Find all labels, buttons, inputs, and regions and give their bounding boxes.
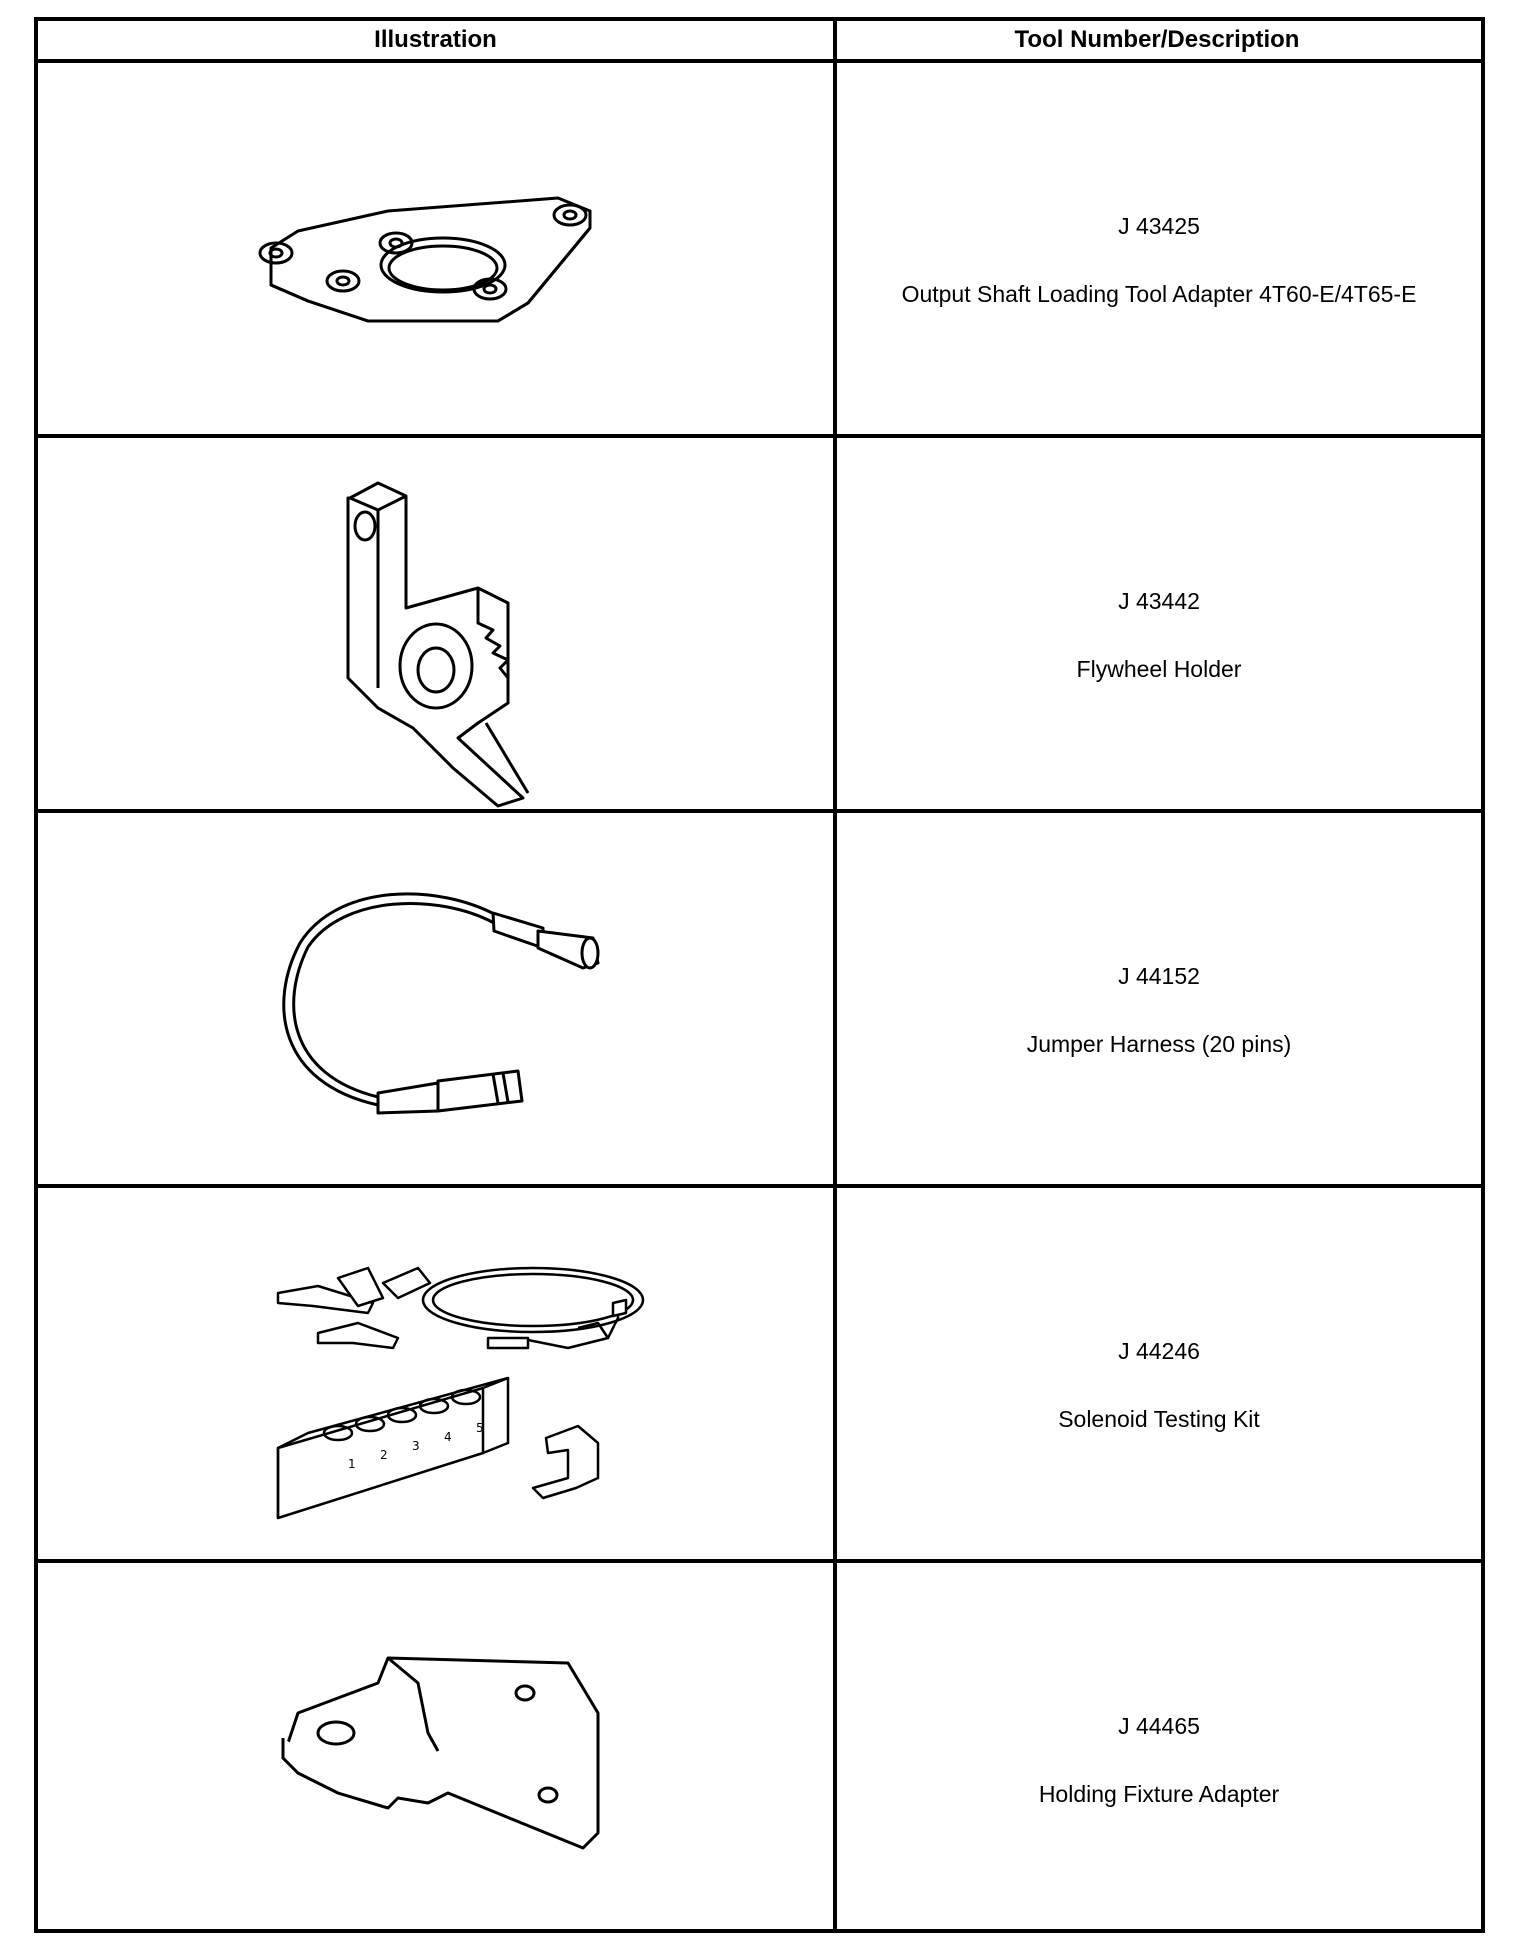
tool-cell: J 44465 Holding Fixture Adapter [837, 1563, 1481, 1933]
tool-cell: J 44152 Jumper Harness (20 pins) [837, 813, 1481, 1184]
row-divider [38, 809, 1481, 813]
illustration-cell [38, 438, 833, 809]
output-shaft-adapter-icon [38, 63, 833, 434]
illustration-cell [38, 1563, 833, 1933]
flywheel-holder-icon [38, 438, 833, 809]
table-row: 1 2 3 4 5 J 44246 Solenoid Testing Kit [38, 1188, 1481, 1559]
row-divider [38, 1559, 1481, 1563]
tool-table: Illustration Tool Number/Description [34, 17, 1485, 1933]
row-divider [38, 434, 1481, 438]
column-divider [833, 21, 837, 1929]
table-row: J 44465 Holding Fixture Adapter [38, 1563, 1481, 1933]
tool-number: J 44246 [1118, 1338, 1200, 1364]
table-row: J 43442 Flywheel Holder [38, 438, 1481, 809]
block-label: 3 [412, 1439, 420, 1453]
tool-description: Holding Fixture Adapter [1038, 1781, 1280, 1807]
tool-number: J 44465 [1118, 1713, 1200, 1739]
tool-description: Flywheel Holder [1076, 656, 1242, 682]
tool-description: Solenoid Testing Kit [1058, 1406, 1260, 1432]
table-row: J 44152 Jumper Harness (20 pins) [38, 813, 1481, 1184]
tool-number: J 44152 [1118, 963, 1200, 989]
header-illustration: Illustration [374, 26, 497, 53]
header-tool-number-description: Tool Number/Description [1014, 26, 1300, 53]
illustration-cell [38, 813, 833, 1184]
block-label: 5 [476, 1421, 484, 1435]
tool-description: Output Shaft Loading Tool Adapter 4T60-E… [901, 281, 1417, 307]
block-label: 4 [444, 1430, 452, 1444]
table-row: J 43425 Output Shaft Loading Tool Adapte… [38, 63, 1481, 434]
row-divider [38, 59, 1481, 63]
tool-cell: J 43425 Output Shaft Loading Tool Adapte… [837, 63, 1481, 434]
tool-number: J 43425 [1118, 213, 1200, 239]
solenoid-kit-icon: 1 2 3 4 5 [38, 1188, 833, 1559]
tool-cell: J 44246 Solenoid Testing Kit [837, 1188, 1481, 1559]
holding-fixture-icon [38, 1563, 833, 1933]
tool-cell: J 43442 Flywheel Holder [837, 438, 1481, 809]
block-label: 2 [380, 1448, 388, 1462]
tool-description: Jumper Harness (20 pins) [1026, 1031, 1292, 1057]
block-label: 1 [348, 1457, 356, 1471]
illustration-cell: 1 2 3 4 5 [38, 1188, 833, 1559]
row-divider [38, 1184, 1481, 1188]
tool-number: J 43442 [1118, 588, 1200, 614]
illustration-cell [38, 63, 833, 434]
jumper-harness-icon [38, 813, 833, 1184]
